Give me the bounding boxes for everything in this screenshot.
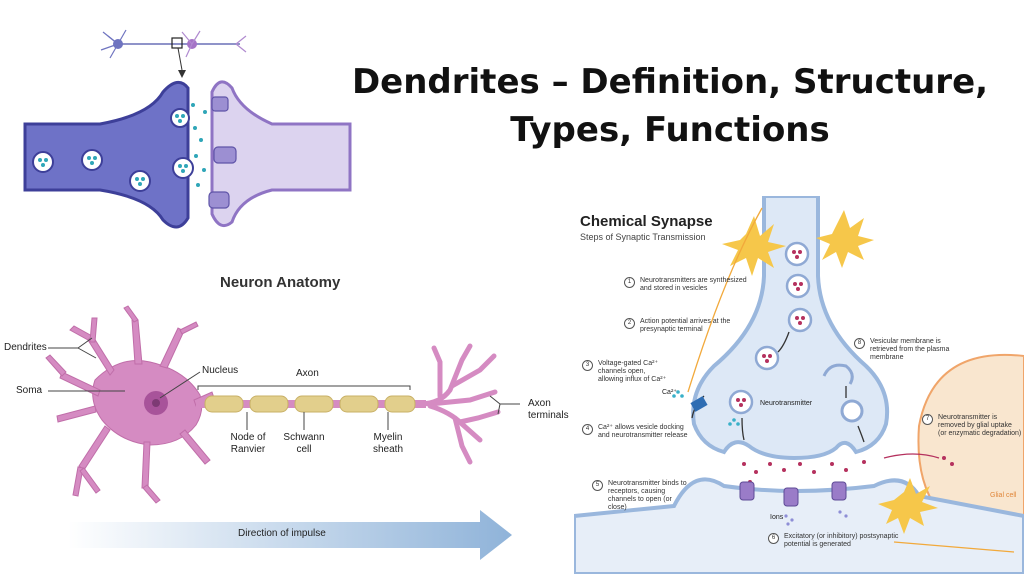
- label-axon-terminals: Axon terminals: [528, 398, 569, 421]
- label-myelin-sheath: Myelin sheath: [372, 432, 404, 455]
- label-neurotransmitter: Neurotransmitter: [760, 400, 813, 407]
- myelin-sheaths: [204, 395, 416, 413]
- calcium-channel-icon: [690, 396, 708, 412]
- label-direction-of-impulse: Direction of impulse: [238, 528, 326, 539]
- impulse-direction-arrow: [68, 510, 512, 560]
- zoom-box: [171, 37, 183, 49]
- postsynaptic-potential-arrow: [893, 541, 1015, 553]
- label-nucleus: Nucleus: [202, 365, 239, 376]
- presynaptic-terminal: [23, 80, 190, 229]
- action-potential-arrow: [687, 207, 763, 393]
- label-node-of-ranvier: Node of Ranvier: [230, 432, 266, 455]
- calcium-ions: [672, 390, 740, 426]
- title-line-1: Dendrites – Definition, Structure,: [351, 62, 989, 102]
- chemical-synapse-diagram: [574, 196, 1024, 574]
- postsynaptic-terminal: [210, 80, 352, 228]
- ions-dots: [784, 510, 848, 526]
- neuron-anatomy-title: Neuron Anatomy: [220, 274, 341, 291]
- vesicles: [32, 103, 207, 192]
- neuron-diagram: [45, 305, 520, 560]
- label-dendrites: Dendrites: [4, 342, 47, 353]
- neuron-soma: [45, 305, 215, 504]
- axon-terminal-shape: [417, 343, 501, 465]
- chemical-synapse-title: Chemical Synapse: [580, 213, 713, 230]
- synaptic-vesicles: [728, 241, 954, 484]
- title-line-2: Types, Functions: [510, 110, 830, 150]
- receptors: [208, 96, 237, 209]
- label-ions: Ions: [770, 514, 784, 521]
- page-title: Dendrites – Definition, Structure, Types…: [330, 58, 1010, 154]
- label-axon: Axon: [296, 368, 319, 379]
- zoom-arrow-icon: [178, 70, 186, 78]
- label-glial-cell: Glial cell: [990, 492, 1017, 499]
- synapse-illustration: [23, 29, 352, 229]
- action-potential-burst-icon: [722, 210, 938, 534]
- postsynaptic-receptors: [739, 481, 847, 507]
- label-soma: Soma: [16, 385, 43, 396]
- mini-neuron-pair: [100, 29, 247, 78]
- label-schwann-cell: Schwann cell: [283, 432, 325, 455]
- chemical-synapse-subtitle: Steps of Synaptic Transmission: [580, 232, 706, 242]
- label-ca: Ca²⁺: [662, 389, 677, 396]
